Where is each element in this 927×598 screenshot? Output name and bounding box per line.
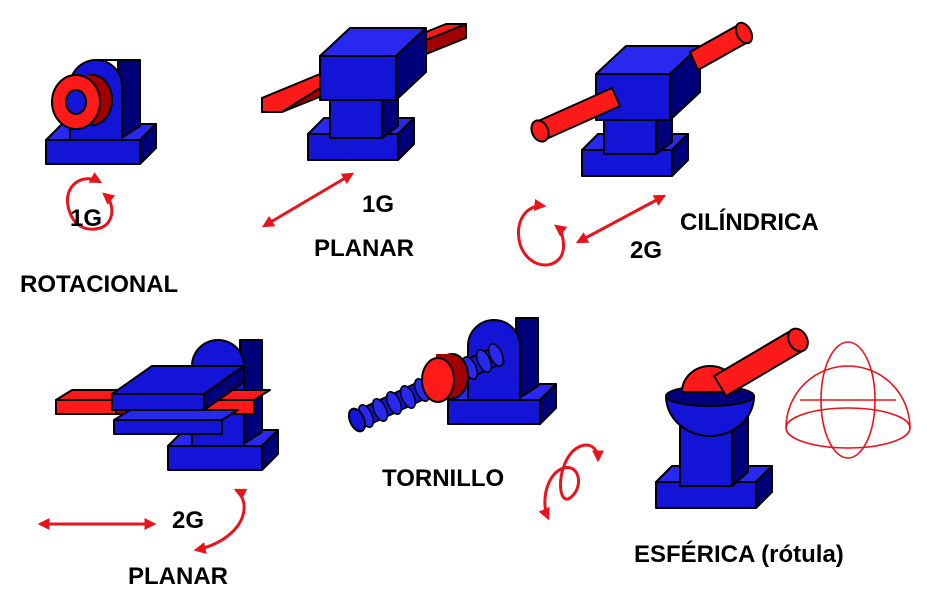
planar-1g-joint: 1G PLANAR: [261, 23, 467, 262]
tornillo-label: TORNILLO: [382, 465, 504, 492]
planar-2g-dof: 2G: [172, 507, 204, 534]
planar-1g-translation-arrow: [261, 172, 355, 228]
tornillo-helix-arrow: [538, 443, 604, 521]
tornillo-pedestal: [447, 317, 557, 425]
esferica-ball-rod: [681, 327, 809, 397]
planar-2g-joint: 2G PLANAR: [37, 339, 279, 590]
cilindrica-block: [595, 45, 701, 121]
rotacional-rotation-arrow: [65, 172, 116, 231]
cilindrica-rotation-arrow: [517, 198, 568, 267]
esferica-sphere-icon: [785, 341, 911, 459]
planar-2g-rotation-arrow: [193, 488, 248, 554]
esferica-joint: ESFÉRICA (rótula): [634, 327, 911, 568]
cilindrica-translation-arrow: [575, 194, 667, 244]
planar-1g-dof: 1G: [362, 191, 394, 218]
cilindrica-dof: 2G: [630, 237, 662, 264]
cilindrica-label: CILÍNDRICA: [680, 208, 819, 236]
esferica-label: ESFÉRICA (rótula): [634, 540, 844, 568]
planar-2g-label: PLANAR: [128, 563, 228, 590]
tornillo-nut: [421, 353, 469, 403]
rotacional-dof: 1G: [70, 205, 102, 232]
planar-2g-blue-plates: [111, 365, 245, 435]
planar-1g-block: [261, 27, 427, 113]
rotacional-joint: 1G ROTACIONAL: [20, 59, 178, 298]
planar-1g-label: PLANAR: [314, 235, 414, 262]
rotacional-shaft: [51, 74, 113, 130]
tornillo-joint: TORNILLO: [347, 317, 604, 521]
cilindrica-rod: [530, 21, 754, 143]
rotacional-label: ROTACIONAL: [20, 271, 178, 298]
cilindrica-joint: CILÍNDRICA 2G: [517, 21, 819, 267]
